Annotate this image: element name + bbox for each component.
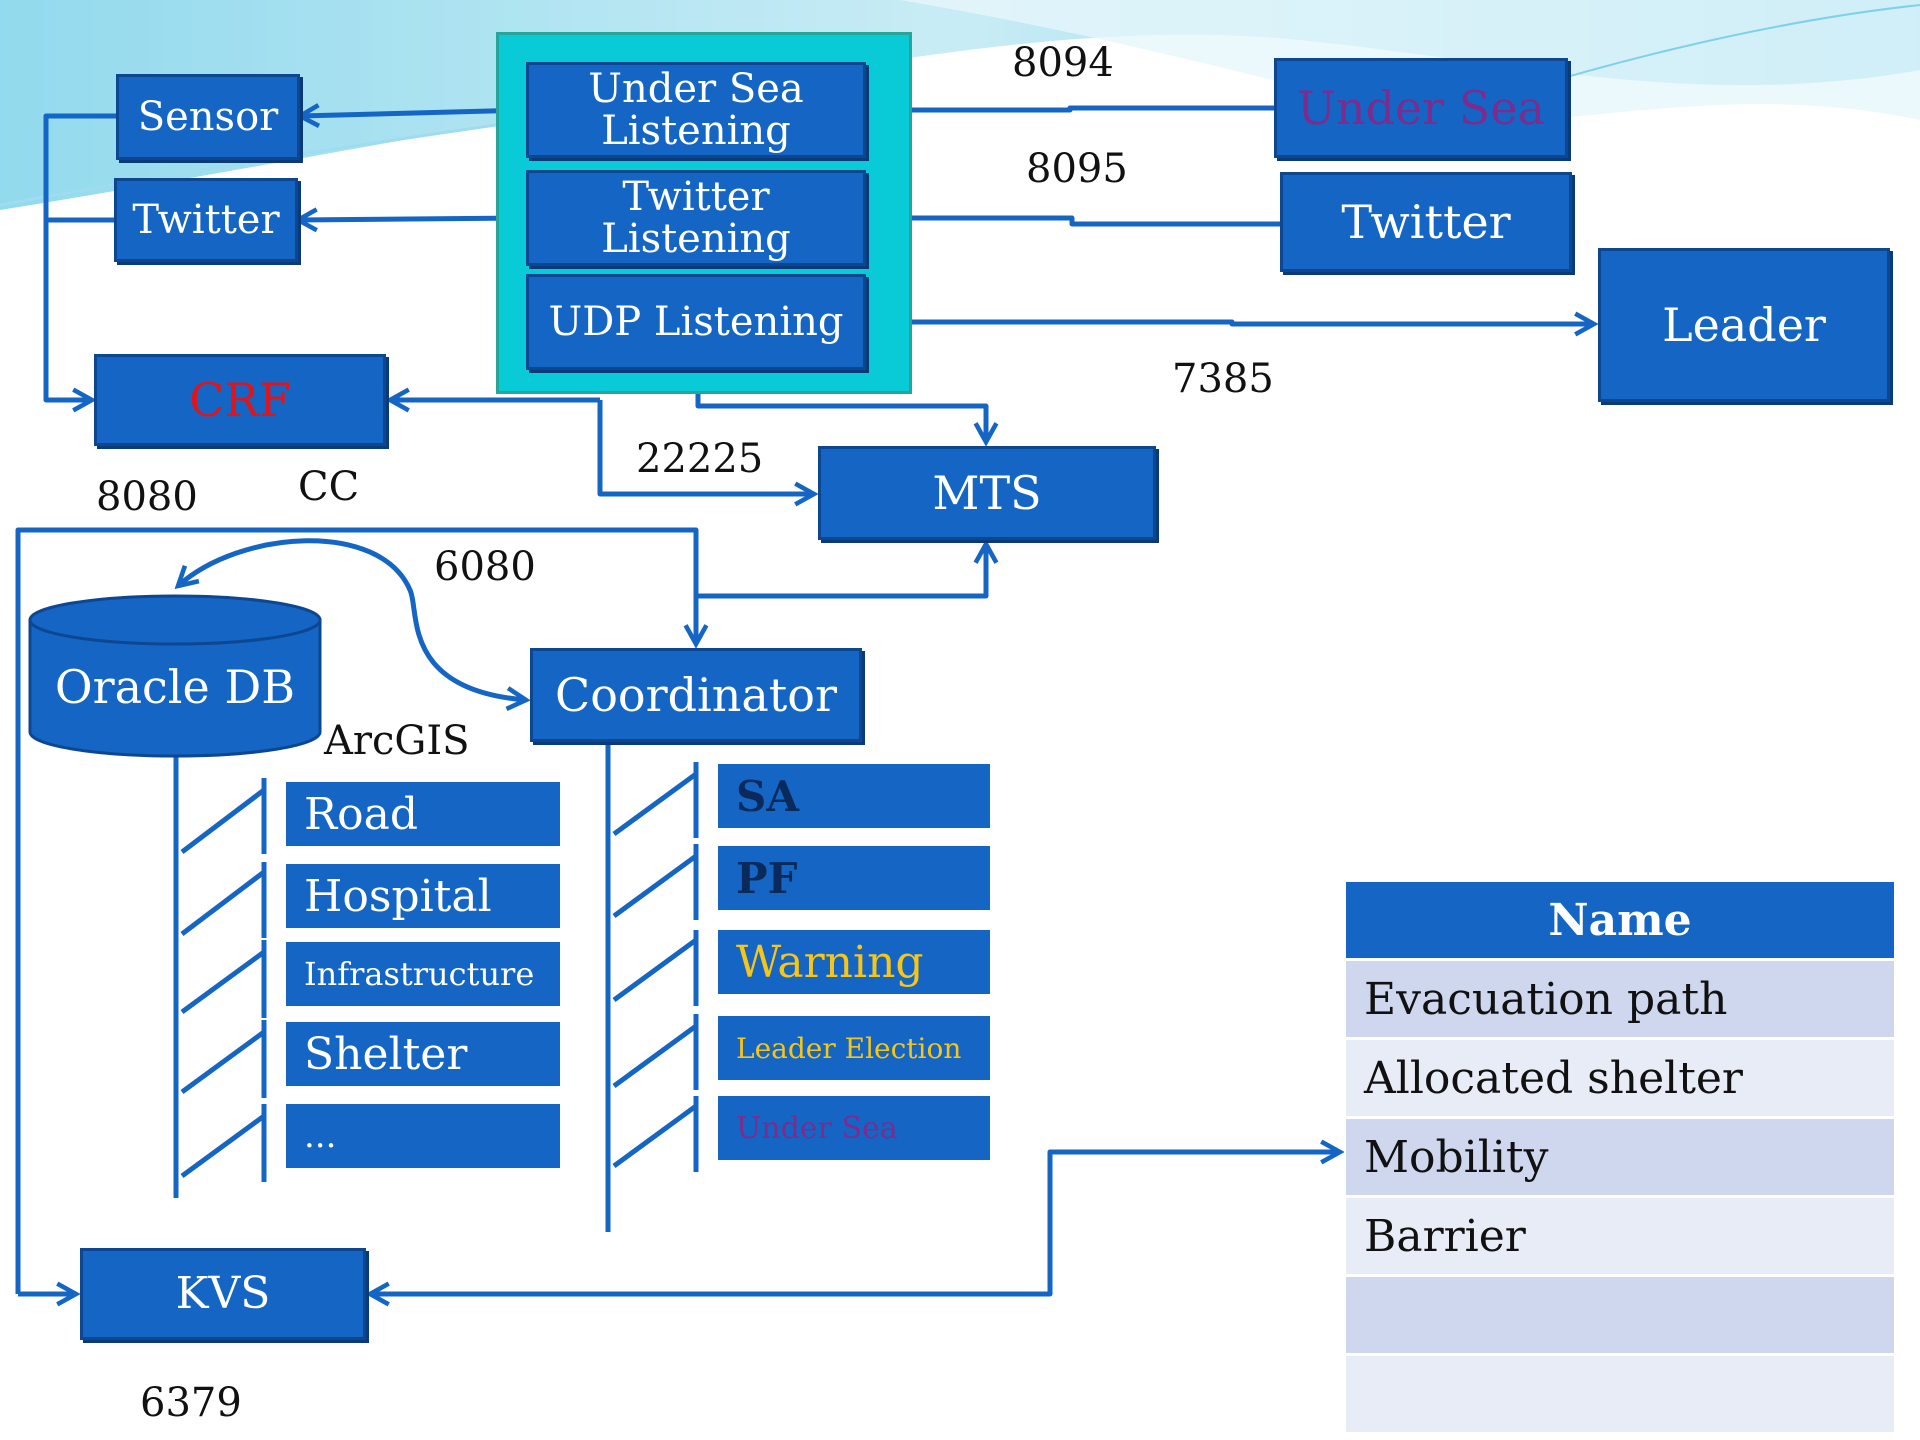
leader-node[interactable]: Leader <box>1598 248 1890 402</box>
arcgis-label: ArcGIS <box>324 718 470 764</box>
name-table: Name Evacuation path Allocated shelter M… <box>1346 882 1894 1435</box>
twitter-left-label: Twitter <box>132 197 280 243</box>
table-row[interactable]: Allocated shelter <box>1346 1038 1894 1119</box>
arcgis-layer-shelter[interactable]: Shelter <box>286 1022 560 1086</box>
coordinator-node[interactable]: Coordinator <box>530 648 862 742</box>
coordinator-tree <box>605 740 699 1232</box>
port-8094: 8094 <box>1012 40 1114 86</box>
module-under-sea-label: Under Sea <box>736 1110 898 1146</box>
arrow-udp-leader <box>868 322 1594 324</box>
module-pf-label: PF <box>736 853 798 903</box>
table-row[interactable]: Evacuation path <box>1346 959 1894 1040</box>
table-cell: Barrier <box>1346 1196 1894 1277</box>
table-cell <box>1346 1354 1894 1435</box>
mts-node[interactable]: MTS <box>818 446 1156 540</box>
mts-label: MTS <box>932 465 1042 520</box>
arrow-twitter-to-listening <box>868 218 1280 224</box>
arrow-sensor-twitter-to-crf <box>43 113 118 400</box>
coordinator-label: Coordinator <box>555 667 837 722</box>
module-pf[interactable]: PF <box>718 846 990 910</box>
udp-listening-node[interactable]: UDP Listening <box>526 274 866 370</box>
port-8080: 8080 <box>96 474 198 520</box>
module-sa-label: SA <box>736 771 799 821</box>
arrow-db-coordinator <box>178 538 526 700</box>
arrow-undersea-to-listening <box>868 108 1274 110</box>
port-22225: 22225 <box>636 436 764 482</box>
twitter-node-right[interactable]: Twitter <box>1280 172 1572 272</box>
twitter-node-left[interactable]: Twitter <box>114 178 298 262</box>
arrow-twitter-listening-to-twitter <box>298 218 529 220</box>
under-sea-listening-node[interactable]: Under Sea Listening <box>526 62 866 158</box>
table-cell <box>1346 1275 1894 1356</box>
arcgis-layer-shelter-label: Shelter <box>304 1028 468 1080</box>
kvs-node[interactable]: KVS <box>80 1248 366 1340</box>
under-sea-listening-line2: Listening <box>601 108 791 154</box>
twitter-listening-node[interactable]: Twitter Listening <box>526 170 866 266</box>
twitter-listening-line1: Twitter <box>622 174 770 220</box>
module-sa[interactable]: SA <box>718 764 990 828</box>
port-7385: 7385 <box>1172 356 1274 402</box>
kvs-label: KVS <box>175 1267 271 1319</box>
arcgis-layer-hospital-label: Hospital <box>304 870 492 922</box>
table-row[interactable]: Barrier <box>1346 1196 1894 1277</box>
port-8095: 8095 <box>1026 146 1128 192</box>
udp-listening-label: UDP Listening <box>548 299 844 345</box>
crf-node[interactable]: CRF <box>94 354 386 446</box>
under-sea-listening-line1: Under Sea <box>588 66 804 112</box>
cc-label: CC <box>298 464 360 510</box>
arrow-kvs-table <box>370 1152 1340 1294</box>
oracle-db-cylinder <box>28 594 322 758</box>
sensor-node[interactable]: Sensor <box>116 74 300 160</box>
module-leader-election-label: Leader Election <box>736 1031 962 1065</box>
table-row[interactable]: Mobility <box>1346 1117 1894 1198</box>
arcgis-layer-hospital[interactable]: Hospital <box>286 864 560 928</box>
under-sea-label: Under Sea <box>1297 80 1545 135</box>
crf-label: CRF <box>189 372 291 427</box>
table-cell: Mobility <box>1346 1117 1894 1198</box>
arcgis-layer-road[interactable]: Road <box>286 782 560 846</box>
port-6080: 6080 <box>434 544 536 590</box>
module-leader-election[interactable]: Leader Election <box>718 1016 990 1080</box>
arrow-coordinator-to-mts <box>696 544 986 599</box>
arrow-panel-to-mts <box>597 400 814 494</box>
module-warning[interactable]: Warning <box>718 930 990 994</box>
arcgis-layer-more-label: ... <box>304 1116 337 1156</box>
sensor-label: Sensor <box>137 94 279 140</box>
arrow-bus-to-coordinator <box>15 527 696 1294</box>
arcgis-tree <box>173 756 267 1198</box>
table-row[interactable] <box>1346 1354 1894 1435</box>
name-table-header-row: Name <box>1346 882 1894 961</box>
under-sea-node[interactable]: Under Sea <box>1274 58 1568 158</box>
table-cell: Allocated shelter <box>1346 1038 1894 1119</box>
module-warning-label: Warning <box>736 936 924 988</box>
arcgis-layer-infrastructure[interactable]: Infrastructure <box>286 942 560 1006</box>
oracle-db-label: Oracle DB <box>54 660 296 714</box>
arcgis-layer-more[interactable]: ... <box>286 1104 560 1168</box>
arrow-undersea-listening-to-sensor <box>300 110 529 116</box>
leader-label: Leader <box>1662 297 1826 352</box>
port-6379: 6379 <box>140 1380 242 1426</box>
name-table-header: Name <box>1346 882 1894 961</box>
table-cell: Evacuation path <box>1346 959 1894 1040</box>
twitter-listening-line2: Listening <box>601 216 791 262</box>
twitter-right-label: Twitter <box>1341 194 1511 249</box>
arcgis-layer-road-label: Road <box>304 788 419 840</box>
arcgis-layer-infrastructure-label: Infrastructure <box>304 955 535 993</box>
module-under-sea[interactable]: Under Sea <box>718 1096 990 1160</box>
table-row[interactable] <box>1346 1275 1894 1356</box>
